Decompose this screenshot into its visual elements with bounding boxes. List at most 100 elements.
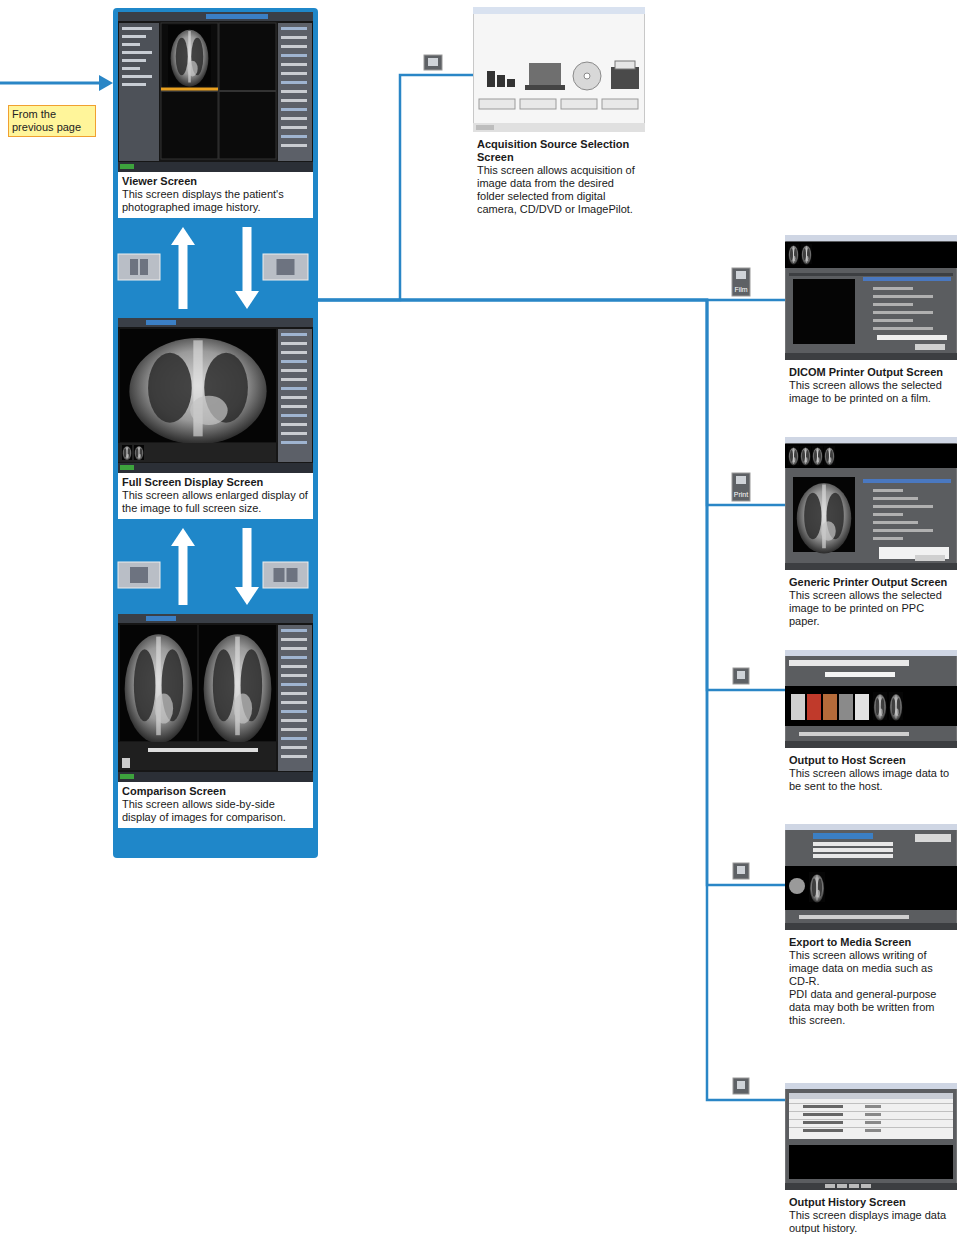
setting-row xyxy=(873,521,918,524)
device-icon xyxy=(487,71,495,87)
panel-row xyxy=(281,414,307,417)
dialog-button xyxy=(561,99,597,109)
table-cell xyxy=(803,1113,843,1116)
note-box: From the previous page xyxy=(8,105,96,137)
xray-film xyxy=(788,446,799,465)
xray-film xyxy=(824,446,835,465)
xray-lung xyxy=(812,878,816,897)
caption: DICOM Printer Output ScreenThis screen a… xyxy=(785,363,957,409)
xray-thorax xyxy=(890,694,902,720)
thumb-strip xyxy=(785,686,957,726)
panel-row xyxy=(281,629,307,632)
navigation-arrow xyxy=(243,227,252,291)
xray-thorax xyxy=(204,634,272,743)
xray-lung xyxy=(213,649,235,721)
dialog-button xyxy=(479,99,515,109)
panel-row xyxy=(281,90,307,93)
window-frame xyxy=(785,1083,957,1190)
panel-row xyxy=(281,378,307,381)
xray-thorax xyxy=(810,874,824,902)
screen-description: This screen allows the selected image to… xyxy=(789,379,953,405)
panel-row xyxy=(281,99,307,102)
panel-row xyxy=(281,683,307,686)
screen-title: Generic Printer Output Screen xyxy=(789,576,953,589)
panel-row xyxy=(281,692,307,695)
list-row xyxy=(122,83,146,86)
xray-heart xyxy=(895,709,898,716)
screen-description: From the previous page xyxy=(12,108,92,134)
xray-thorax xyxy=(874,694,886,720)
xray-film xyxy=(801,244,812,264)
side-panel xyxy=(278,625,312,771)
progress-bar xyxy=(799,915,909,919)
xray-lung xyxy=(790,450,793,462)
function-connector xyxy=(318,300,785,885)
panel-row xyxy=(281,135,307,138)
dialog-button xyxy=(520,99,556,109)
status-light xyxy=(120,774,134,779)
panel-row xyxy=(281,72,307,75)
detail-area xyxy=(789,1145,953,1179)
screenshot xyxy=(785,437,957,570)
panel-row xyxy=(281,728,307,731)
panel-row xyxy=(281,144,307,147)
xray-lung xyxy=(136,448,139,457)
xray-film xyxy=(122,445,132,460)
xray-lung xyxy=(807,248,810,260)
button-glyph xyxy=(130,567,148,583)
status-bar xyxy=(785,353,957,360)
xray-heart xyxy=(234,693,252,723)
panel-row xyxy=(281,719,307,722)
panel-row xyxy=(281,432,307,435)
dialog-frame xyxy=(473,7,645,132)
image-cell xyxy=(219,23,276,91)
xray-heart xyxy=(187,61,197,77)
panel-row xyxy=(281,387,307,390)
xray-heart xyxy=(805,457,808,462)
panel-row xyxy=(281,737,307,740)
setting-field xyxy=(877,335,947,340)
table-header xyxy=(789,1093,953,1099)
icon-label: Print xyxy=(732,491,750,499)
caption: Output History ScreenThis screen display… xyxy=(785,1193,957,1239)
dialog-button xyxy=(915,834,951,842)
toolbar-tab xyxy=(206,14,268,19)
navigation-arrow xyxy=(243,528,252,587)
xray-lung xyxy=(124,448,127,457)
xray-lung xyxy=(148,353,192,423)
media-row xyxy=(813,848,893,852)
panel-row xyxy=(281,27,307,30)
function-icon xyxy=(732,473,750,501)
window-frame xyxy=(785,437,957,570)
screenshot xyxy=(785,650,957,748)
panel-row xyxy=(281,405,307,408)
caption: Output to Host ScreenThis screen allows … xyxy=(785,751,957,797)
xray-heart xyxy=(829,457,832,462)
panel-row xyxy=(281,423,307,426)
panel-row xyxy=(281,342,307,345)
screen-node: Generic Printer Output ScreenThis screen… xyxy=(785,437,957,632)
incoming-arrow xyxy=(0,82,99,85)
xray-lung xyxy=(804,493,821,540)
setting-row xyxy=(873,513,903,516)
panel-row xyxy=(281,54,307,57)
xray-heart xyxy=(127,454,129,458)
table-line xyxy=(789,1103,953,1104)
thumb-image xyxy=(855,694,869,720)
icon-label: Film xyxy=(732,286,750,294)
panel-row xyxy=(281,701,307,704)
xray-lung xyxy=(892,698,896,715)
screen-description: This screen allows image data to be sent… xyxy=(789,767,953,793)
status-bar xyxy=(118,463,313,473)
setting-row xyxy=(863,479,951,483)
history-table xyxy=(789,1093,953,1139)
host-field xyxy=(825,672,895,677)
status-bar xyxy=(785,923,957,930)
panel-row xyxy=(281,117,307,120)
status-light xyxy=(120,465,134,470)
xray-heart xyxy=(139,454,141,458)
screen-bg xyxy=(118,614,313,782)
device-icon xyxy=(507,79,515,87)
list-row xyxy=(122,27,152,30)
status-bar xyxy=(785,1183,957,1190)
